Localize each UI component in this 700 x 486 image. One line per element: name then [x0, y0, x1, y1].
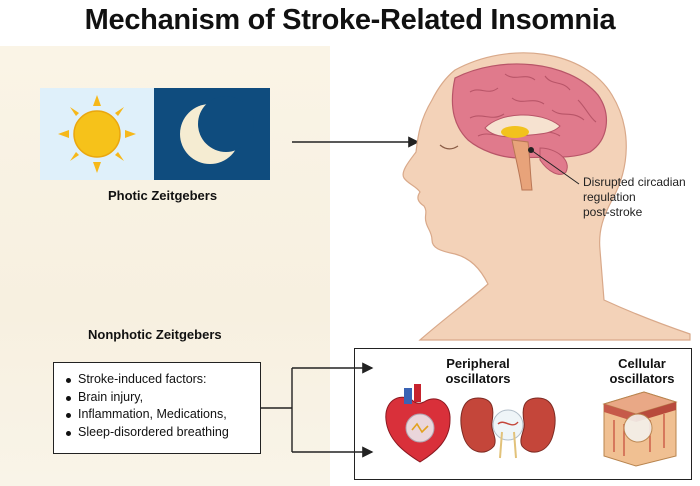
- oscillators-box: [354, 348, 692, 480]
- cellular-line-1: Cellular: [618, 356, 666, 371]
- factor-item: Sleep-disordered breathing: [64, 424, 229, 442]
- heart-icon: [385, 384, 451, 463]
- head-brain-illustration: [402, 52, 691, 341]
- peripheral-line-2: oscillators: [445, 371, 511, 386]
- circadian-callout: Disrupted circadian regulation post-stro…: [583, 175, 686, 220]
- page-title: Mechanism of Stroke-Related Insomnia: [84, 4, 616, 36]
- factor-item: Stroke-induced factors:: [64, 371, 229, 389]
- factor-item: Brain injury,: [64, 389, 229, 407]
- factor-item: Inflammation, Medications,: [64, 406, 229, 424]
- peripheral-line-1: Peripheral: [446, 356, 510, 371]
- callout-line-2: regulation: [583, 190, 636, 204]
- moon-icon: [154, 88, 270, 180]
- cellular-oscillators-label: Cellular oscillators: [594, 356, 690, 386]
- sun-icon: [40, 88, 154, 180]
- stroke-factors-list: Stroke-induced factors: Brain injury, In…: [64, 371, 229, 441]
- photic-zeitgebers-label: Photic Zeitgebers: [108, 188, 218, 203]
- kidney-icon: [460, 397, 556, 459]
- nonphotic-zeitgebers-label: Nonphotic Zeitgebers: [88, 327, 222, 342]
- cellular-line-2: oscillators: [609, 371, 675, 386]
- stroke-factors-box: [53, 362, 261, 454]
- peripheral-oscillators-label: Peripheral oscillators: [428, 356, 528, 386]
- callout-line-1: Disrupted circadian: [583, 175, 686, 189]
- skin-tissue-icon: [602, 391, 678, 467]
- callout-line: [530, 149, 580, 185]
- connector-arrows: [260, 362, 374, 458]
- callout-line-3: post-stroke: [583, 205, 643, 219]
